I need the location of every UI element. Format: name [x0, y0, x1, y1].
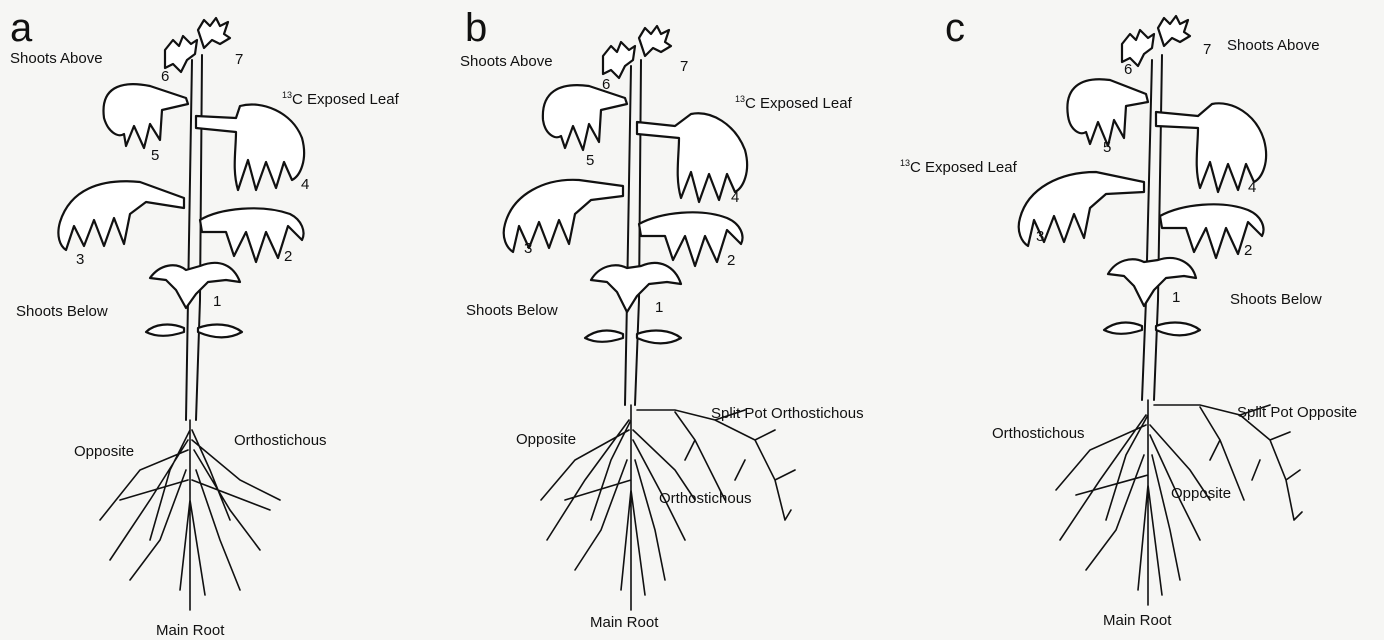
exposed-leaf-label: 13C Exposed Leaf [900, 154, 1017, 177]
leaf-number: 5 [1103, 140, 1111, 156]
main-root-label: Main Root [1103, 612, 1171, 630]
leaf-number: 7 [235, 52, 243, 68]
leaf-number: 4 [301, 177, 309, 193]
exposed-leaf-text: C Exposed Leaf [910, 159, 1017, 176]
root-right-label: Orthostichous [234, 432, 327, 450]
panel-b: b Shoots Above 13C Exposed Leaf Shoots B… [455, 0, 916, 640]
leaf-number: 3 [1036, 229, 1044, 245]
split-pot-label: Split Pot Opposite [1237, 404, 1357, 422]
leaf-number: 7 [1203, 42, 1211, 58]
leaf-number: 1 [655, 300, 663, 316]
exposed-leaf-label: 13C Exposed Leaf [735, 90, 852, 113]
shoots-below-label: Shoots Below [466, 302, 558, 320]
exposed-leaf-superscript: 13 [735, 94, 745, 104]
leaf-number: 3 [524, 241, 532, 257]
exposed-leaf-superscript: 13 [900, 158, 910, 168]
root-left-label: Opposite [74, 443, 134, 461]
panel-letter: a [10, 8, 32, 48]
panel-a: a Shoots Above 13C Exposed Leaf Shoots B… [0, 0, 461, 640]
root-right-label: Orthostichous [659, 490, 752, 508]
leaf-number: 3 [76, 252, 84, 268]
shoots-above-label: Shoots Above [460, 53, 553, 71]
main-root-label: Main Root [156, 622, 224, 640]
leaf-number: 4 [1248, 180, 1256, 196]
leaf-number: 1 [213, 294, 221, 310]
root-left-label: Opposite [516, 431, 576, 449]
main-root-label: Main Root [590, 614, 658, 632]
exposed-leaf-label: 13C Exposed Leaf [282, 86, 399, 109]
exposed-leaf-superscript: 13 [282, 90, 292, 100]
leaf-number: 2 [727, 253, 735, 269]
exposed-leaf-text: C Exposed Leaf [745, 95, 852, 112]
shoots-above-label: Shoots Above [10, 50, 103, 68]
split-pot-label: Split Pot Orthostichous [711, 405, 864, 423]
exposed-leaf-text: C Exposed Leaf [292, 91, 399, 108]
leaf-number: 7 [680, 59, 688, 75]
leaf-number: 4 [731, 190, 739, 206]
leaf-number: 6 [1124, 62, 1132, 78]
panel-letter: c [945, 8, 965, 48]
leaf-number: 5 [586, 153, 594, 169]
leaf-number: 6 [602, 77, 610, 93]
plant-drawing-c [900, 0, 1361, 640]
leaf-number: 6 [161, 69, 169, 85]
root-right-label: Opposite [1171, 485, 1231, 503]
leaf-number: 2 [1244, 243, 1252, 259]
panel-c: c Shoots Above 13C Exposed Leaf Shoots B… [900, 0, 1361, 640]
leaf-number: 2 [284, 249, 292, 265]
leaf-number: 1 [1172, 290, 1180, 306]
shoots-below-label: Shoots Below [1230, 291, 1322, 309]
panel-letter: b [465, 8, 487, 48]
root-left-label: Orthostichous [992, 425, 1085, 443]
leaf-number: 5 [151, 148, 159, 164]
shoots-above-label: Shoots Above [1227, 37, 1320, 55]
shoots-below-label: Shoots Below [16, 303, 108, 321]
